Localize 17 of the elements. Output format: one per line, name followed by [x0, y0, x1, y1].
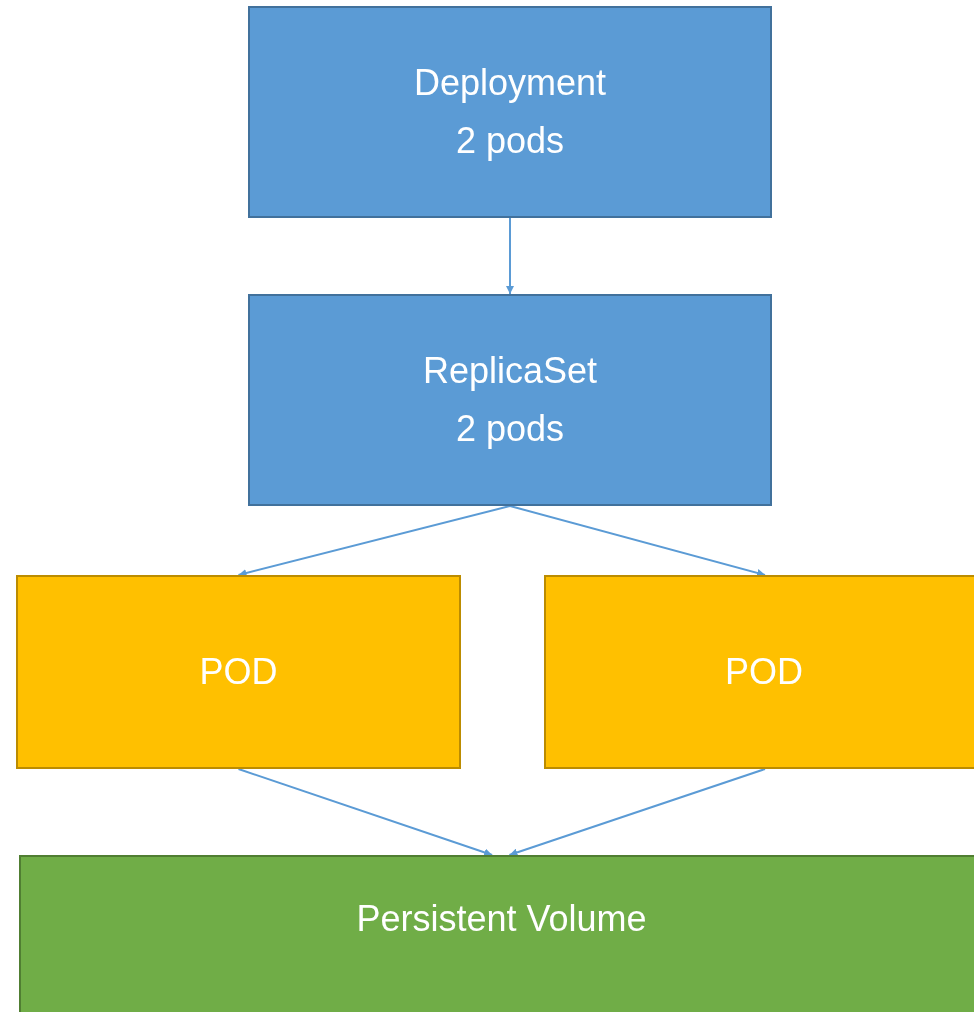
- process-box: [248, 6, 772, 218]
- arrow: [508, 768, 766, 857]
- arrow: [237, 768, 494, 857]
- box-label: ReplicaSet: [422, 349, 598, 394]
- box-label: Persistent Volume: [356, 897, 647, 942]
- box-label: POD: [199, 650, 278, 695]
- process-box: [248, 294, 772, 506]
- arrow: [506, 217, 514, 295]
- process-box: [544, 575, 974, 769]
- arrow: [509, 505, 766, 577]
- process-box: [16, 575, 461, 769]
- box-label: 2 pods: [455, 119, 565, 163]
- process-box: [19, 855, 974, 1012]
- box-label: 2 pods: [455, 407, 565, 451]
- box-label: POD: [725, 650, 803, 695]
- box-label: Deployment: [413, 61, 607, 106]
- arrow: [237, 505, 511, 577]
